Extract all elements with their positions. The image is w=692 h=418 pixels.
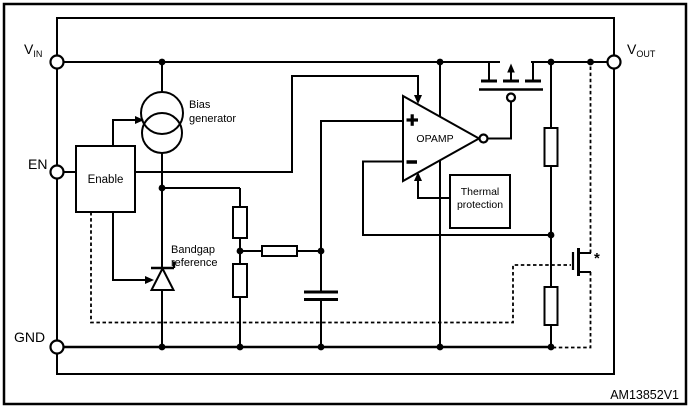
- junction-dots: [158, 58, 594, 351]
- thermal-arrowhead-icon: [414, 172, 422, 181]
- enable-to-bandgap-wire: [112, 212, 145, 281]
- opamp-minus-feedback-wire: [362, 160, 551, 236]
- junction-dot: [236, 343, 244, 351]
- resistor-filter: [261, 245, 298, 257]
- thermal-protection-block: [449, 174, 511, 229]
- ic-boundary: [56, 17, 615, 375]
- pin-gnd: [49, 339, 65, 355]
- junction-dot: [547, 58, 555, 66]
- bandgap-label-line1: Bandgap: [171, 244, 215, 256]
- opamp-label: OPAMP: [416, 133, 453, 145]
- pin-label-en: EN: [28, 156, 47, 172]
- junction-dot: [436, 343, 444, 351]
- bias-circle-top: [140, 91, 184, 135]
- bias-generator-label-line2: generator: [189, 113, 236, 125]
- resistor-reference-bottom: [232, 263, 248, 298]
- junction-dot: [158, 184, 166, 192]
- pmos-gate-bubble-icon: [505, 92, 517, 103]
- opamp-output-wire: [487, 101, 512, 140]
- junction-dot: [547, 343, 555, 351]
- pin-label-vout: VOUT: [627, 41, 656, 59]
- junction-dot: [317, 247, 325, 255]
- enable-dashed-wire: [90, 212, 571, 324]
- discharge-nmos-icon: [571, 248, 591, 276]
- enable-to-bias-arrowhead-icon: [135, 116, 144, 124]
- enable-to-opamp-arrowhead-icon: [414, 95, 422, 104]
- thermal-to-opamp-wire: [417, 181, 450, 199]
- bandgap-zener-icon: [149, 261, 176, 291]
- figure-part-code: AM13852V1: [610, 388, 679, 402]
- junction-dot: [236, 247, 244, 255]
- pin-vin: [49, 54, 65, 70]
- enable-to-opamp-wire: [135, 75, 419, 173]
- junction-dot: [587, 58, 594, 66]
- enable-to-bandgap-arrowhead-icon: [145, 276, 154, 284]
- pass-pmos-icon: [479, 62, 543, 103]
- bias-circle-bottom: [141, 112, 183, 154]
- pin-label-vin: VIN: [24, 41, 42, 59]
- thermal-label-line1: Thermal: [461, 186, 500, 198]
- pmos-bulk-arrowhead-icon: [507, 63, 515, 73]
- resistor-feedback-top: [543, 127, 559, 167]
- enable-block-label: Enable: [88, 174, 124, 186]
- pin-en: [49, 164, 65, 180]
- thermal-label-line2: protection: [457, 199, 503, 211]
- bandgap-label-line2: reference: [171, 257, 217, 269]
- resistor-feedback-bottom: [543, 286, 559, 326]
- junction-dot: [158, 343, 166, 351]
- junction-dot: [317, 343, 325, 351]
- pin-label-gnd: GND: [14, 329, 45, 345]
- capacitor-icon: [304, 290, 338, 301]
- zener-triangle: [149, 266, 176, 291]
- bias-generator-label-line1: Bias: [189, 99, 211, 111]
- pin-vout: [606, 54, 622, 70]
- pass-device-note: *: [594, 250, 600, 267]
- junction-dot: [158, 58, 166, 66]
- discharge-fet-source-dashed-wire: [553, 272, 592, 349]
- junction-dot: [547, 231, 555, 239]
- opamp-triangle: [402, 94, 482, 183]
- junction-dot: [436, 58, 444, 66]
- opamp-plus-input-wire: [320, 120, 403, 291]
- resistor-reference-top: [232, 206, 248, 239]
- opamp-plus-input-icon: [406, 114, 418, 126]
- enable-block: [75, 145, 136, 213]
- bias-generator-symbol: [140, 91, 184, 154]
- opamp-output-bubble-icon: [478, 133, 489, 144]
- enable-to-bias-wire: [112, 119, 136, 146]
